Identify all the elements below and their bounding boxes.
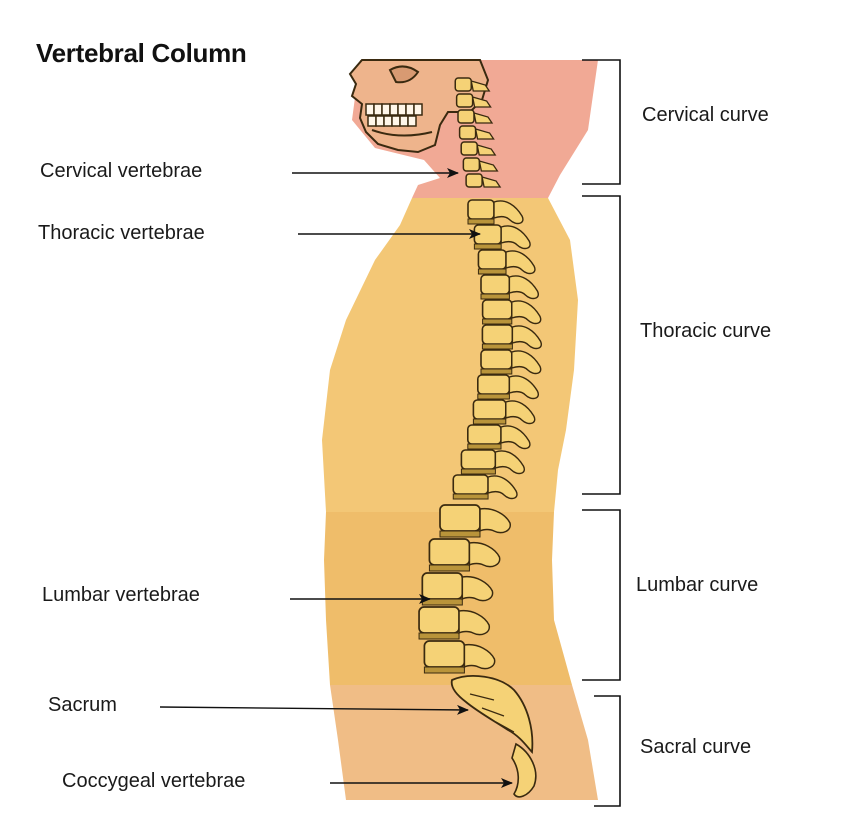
thoracic-spinous-process (511, 300, 542, 325)
label-thoracic-vertebrae: Thoracic vertebrae (38, 222, 205, 244)
intervertebral-disc (423, 666, 465, 674)
thoracic-vertebra (466, 424, 502, 445)
thoracic-spinous-process (500, 225, 531, 250)
thoracic-vertebra (480, 349, 513, 370)
intervertebral-disc (467, 218, 495, 225)
thoracic-vertebra (481, 324, 514, 345)
skull (348, 59, 490, 154)
thoracic-curve-bracket (582, 195, 621, 495)
thoracic-vertebra (476, 374, 511, 395)
cervical-spinous-process (478, 160, 499, 172)
thoracic-spinous-process (508, 375, 539, 400)
pointer-arrows (159, 168, 513, 788)
thoracic-spinous-process (493, 200, 524, 225)
intervertebral-disc (473, 243, 502, 250)
cervical-vertebra (458, 125, 477, 140)
thoracic-vertebra (480, 274, 511, 295)
lumbar-vertebra (423, 640, 466, 668)
label-cervical-vertebrae: Cervical vertebrae (40, 160, 203, 182)
thoracic-spinous-process (487, 475, 518, 500)
cervical-vertebra (457, 109, 475, 124)
lumbar-vertebra (428, 538, 471, 566)
lumbar-curve-bracket (582, 509, 621, 681)
coccyx-bone (511, 742, 537, 798)
cervical-spinous-process (474, 128, 495, 140)
thoracic-vertebra (460, 449, 497, 470)
cervical-curve-bracket (582, 59, 621, 185)
lumbar-spinous-process (458, 609, 491, 636)
label-sacral-curve: Sacral curve (640, 736, 752, 758)
cervical-vertebra (455, 93, 474, 108)
intervertebral-disc (428, 564, 470, 572)
cervical-spinous-process (473, 112, 494, 124)
label-lumbar-vertebrae: Lumbar vertebrae (42, 584, 200, 606)
diagram-title: Vertebral Column (36, 38, 247, 68)
intervertebral-disc (480, 293, 510, 300)
thoracic-vertebra (477, 249, 507, 270)
label-sacrum: Sacrum (48, 694, 117, 716)
label-coccygeal-vertebrae: Coccygeal vertebrae (62, 770, 246, 792)
cervical-vertebra (462, 157, 481, 172)
intervertebral-disc (439, 530, 481, 538)
intervertebral-disc (421, 598, 463, 606)
label-cervical-curve: Cervical curve (642, 104, 769, 126)
lumbar-spinous-process (479, 507, 511, 534)
intervertebral-disc (477, 393, 510, 400)
thoracic-vertebra (452, 474, 489, 495)
intervertebral-disc (472, 418, 507, 425)
lumbar-spinous-process (461, 575, 494, 602)
thoracic-vertebra (481, 299, 513, 320)
intervertebral-disc (418, 632, 460, 640)
label-thoracic-curve: Thoracic curve (640, 320, 772, 342)
thoracic-spinous-process (505, 400, 536, 425)
curve-brackets (582, 59, 621, 807)
intervertebral-disc (480, 368, 513, 375)
intervertebral-disc (481, 343, 513, 350)
cervical-spinous-process (471, 96, 492, 108)
thoracic-vertebra (472, 399, 507, 420)
thoracic-vertebra (467, 199, 495, 220)
lumbar-vertebra (421, 572, 464, 600)
thoracic-spinous-process (508, 275, 539, 300)
thoracic-spinous-process (500, 425, 531, 450)
intervertebral-disc (452, 493, 489, 500)
lumbar-spinous-process (463, 643, 496, 670)
jaw-line (371, 129, 433, 137)
intervertebral-disc (467, 443, 502, 450)
sacral-lines (469, 693, 515, 733)
cervical-vertebra (454, 77, 473, 92)
thoracic-spinous-process (494, 450, 525, 475)
sacrum-arrow (159, 704, 469, 715)
lumbar-vertebra (439, 504, 481, 532)
thoracic-spinous-process (505, 250, 536, 275)
thorax-region (322, 198, 578, 512)
label-lumbar-curve: Lumbar curve (636, 574, 759, 596)
eye-socket (388, 65, 420, 84)
intervertebral-disc (460, 468, 496, 475)
lumbar-vertebra (418, 606, 460, 634)
cervical-vertebra (460, 141, 478, 156)
cervical-spinous-process (481, 176, 502, 188)
intervertebral-disc (482, 318, 513, 325)
intervertebral-disc (477, 268, 507, 275)
teeth (365, 103, 423, 127)
vertebral-column (418, 77, 542, 798)
cervical-vertebra (465, 173, 483, 188)
sacral-curve-bracket (594, 695, 621, 807)
cervical-spinous-process (476, 144, 497, 156)
lumbar-spinous-process (468, 541, 501, 568)
thoracic-spinous-process (511, 325, 542, 350)
cervical-spinous-process (470, 80, 491, 92)
thoracic-spinous-process (511, 350, 542, 375)
